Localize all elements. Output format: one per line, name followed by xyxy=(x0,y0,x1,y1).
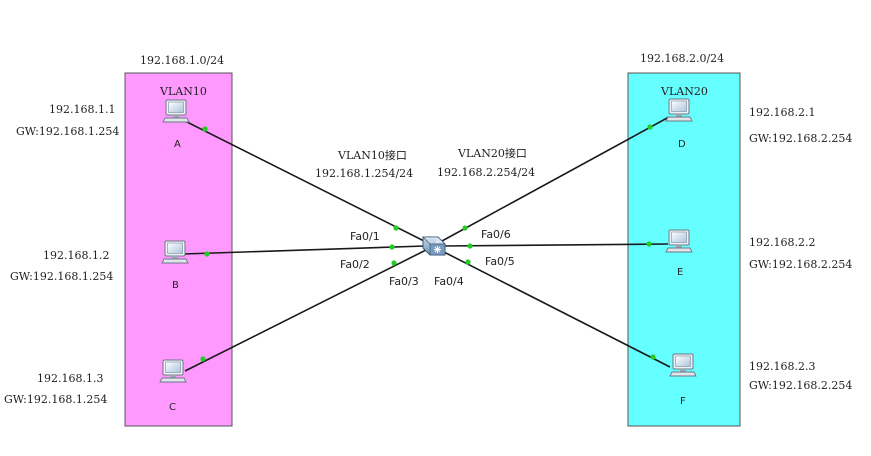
host-c-gw: GW:192.168.1.254 xyxy=(4,393,107,406)
link-a-fa01 xyxy=(182,119,427,243)
vlan10-network-label: 192.168.1.0/24 xyxy=(140,54,224,67)
pc-b-icon[interactable] xyxy=(161,240,189,264)
pc-f-icon[interactable] xyxy=(669,353,697,377)
port-led xyxy=(393,225,399,231)
host-a-label: A xyxy=(174,139,181,150)
host-e-label: E xyxy=(677,267,683,278)
multilayer-switch-icon[interactable] xyxy=(422,236,446,256)
port-label-fa05: Fa0/5 xyxy=(485,255,515,268)
link-f-fa05 xyxy=(441,250,671,368)
port-led xyxy=(204,251,210,257)
vlan20-interface-ip: 192.168.2.254/24 xyxy=(437,166,535,179)
host-e-ip: 192.168.2.2 xyxy=(749,236,815,249)
port-led xyxy=(646,241,652,247)
port-led xyxy=(650,354,656,360)
port-led xyxy=(647,124,653,130)
port-label-fa06: Fa0/6 xyxy=(481,228,511,241)
port-led xyxy=(391,260,397,266)
host-b-gw: GW:192.168.1.254 xyxy=(10,270,113,283)
port-led xyxy=(462,225,468,231)
host-f-gw: GW:192.168.2.254 xyxy=(749,379,852,392)
vlan10-name-label: VLAN10 xyxy=(159,85,207,98)
link-d-fa06 xyxy=(441,116,670,242)
vlan20-network-label: 192.168.2.0/24 xyxy=(640,52,724,65)
links xyxy=(182,116,671,372)
port-leds xyxy=(200,124,656,362)
port-led xyxy=(200,356,206,362)
host-e-gw: GW:192.168.2.254 xyxy=(749,258,852,271)
host-f-ip: 192.168.2.3 xyxy=(749,360,815,373)
port-label-fa01: Fa0/1 xyxy=(350,230,380,243)
link-b-fa01 xyxy=(182,245,426,255)
host-c-label: C xyxy=(169,402,176,413)
port-label-fa02: Fa0/2 xyxy=(340,258,370,271)
vlan20-name-label: VLAN20 xyxy=(660,85,708,98)
host-f-label: F xyxy=(680,396,686,407)
vlan10-interface-title: VLAN10接口 xyxy=(337,149,407,162)
link-e-fa06 xyxy=(441,243,669,247)
host-c-ip: 192.168.1.3 xyxy=(37,372,103,385)
host-d-ip: 192.168.2.1 xyxy=(749,106,815,119)
port-led xyxy=(467,243,473,249)
pc-d-icon[interactable] xyxy=(665,98,693,122)
port-label-fa03: Fa0/3 xyxy=(389,275,419,288)
pc-e-icon[interactable] xyxy=(665,229,693,253)
host-d-label: D xyxy=(678,139,686,150)
host-a-gw: GW:192.168.1.254 xyxy=(16,125,119,138)
host-b-ip: 192.168.1.2 xyxy=(43,249,109,262)
host-a-ip: 192.168.1.1 xyxy=(49,103,115,116)
vlan10-interface-ip: 192.168.1.254/24 xyxy=(315,167,413,180)
port-led xyxy=(202,126,208,132)
host-b-label: B xyxy=(172,280,179,291)
port-label-fa04: Fa0/4 xyxy=(434,275,464,288)
pc-c-icon[interactable] xyxy=(159,359,187,383)
vlan20-interface-title: VLAN20接口 xyxy=(457,147,527,160)
link-c-fa02 xyxy=(184,249,427,372)
port-led xyxy=(465,259,471,265)
pc-a-icon[interactable] xyxy=(162,99,190,123)
host-d-gw: GW:192.168.2.254 xyxy=(749,132,852,145)
port-led xyxy=(389,244,395,250)
